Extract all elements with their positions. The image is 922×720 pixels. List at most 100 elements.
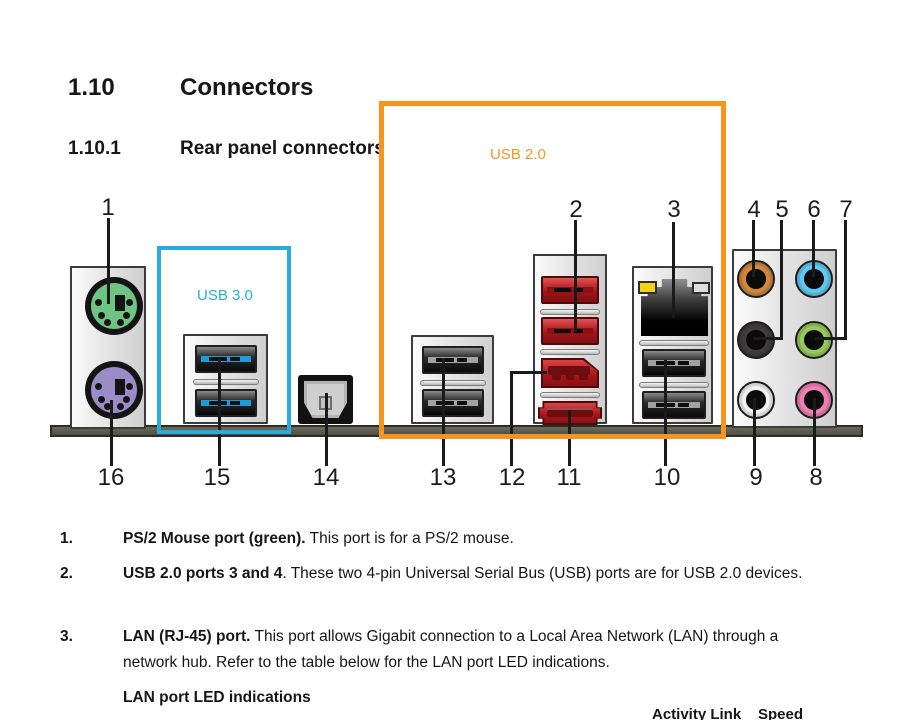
section-number: 1.10 (68, 74, 115, 101)
port-label-16: 16 (97, 464, 125, 491)
port-divider (193, 379, 259, 385)
label-line-10 (664, 360, 667, 466)
port-divider (540, 349, 600, 355)
side-speaker-jack (737, 381, 775, 419)
usb2-ports-block (411, 335, 494, 424)
lan-led-table-heading: LAN port LED indications (123, 689, 311, 706)
ps2-key-slot (115, 295, 125, 311)
item-text: PS/2 Mouse port (green). This port is fo… (123, 526, 816, 552)
ps2-key-slot (115, 379, 125, 395)
port-label-7: 7 (839, 196, 853, 223)
label-line-6 (812, 220, 815, 277)
label-line-1 (107, 218, 110, 304)
port-label-6: 6 (807, 196, 821, 223)
port-divider (540, 392, 600, 398)
section-title: Connectors (180, 74, 314, 101)
item-rest: This port is for a PS/2 mouse. (305, 530, 514, 547)
ps2-pin-dot (123, 312, 130, 319)
item-bold-lead: LAN (RJ-45) port. (123, 628, 251, 645)
usb3-port (195, 389, 257, 417)
line-out-jack (795, 321, 833, 359)
item-number: 1. (60, 530, 73, 547)
label-line-12 (510, 371, 513, 466)
lan-table-speed-header: Speed (758, 706, 804, 720)
label-line-16 (110, 400, 113, 466)
port-divider (639, 382, 709, 388)
subsection-number: 1.10.1 (68, 138, 121, 159)
port-label-1: 1 (101, 194, 115, 221)
label-line-7 (844, 220, 847, 340)
port-label-3: 3 (667, 196, 681, 223)
subsection-title: Rear panel connectors (180, 138, 385, 159)
list-item: 2. USB 2.0 ports 3 and 4. These two 4-pin… (60, 561, 820, 587)
item-number: 3. (60, 628, 73, 645)
port-label-12: 12 (498, 464, 526, 491)
label-line-5-elbow (753, 337, 781, 340)
ps2-panel (70, 266, 146, 429)
label-line-7-elbow (815, 337, 845, 340)
ps2-pin-dot (126, 383, 133, 390)
label-line-5 (780, 220, 783, 340)
label-line-3 (672, 222, 675, 318)
label-line-12-elbow (510, 371, 547, 374)
usb2-tongue (428, 400, 478, 407)
usb2-port (642, 391, 706, 419)
ps2-pin-dot (123, 396, 130, 403)
port-divider (420, 380, 486, 386)
item-text: USB 2.0 ports 3 and 4. These two 4-pin U… (123, 561, 816, 587)
ps2-pin-dot (126, 299, 133, 306)
item-text: LAN (RJ-45) port. This port allows Gigab… (123, 624, 816, 676)
rear-speaker-jack (737, 321, 775, 359)
port-label-15: 15 (203, 464, 231, 491)
ps2-keyboard-port-ring (91, 367, 137, 413)
usb3-annotation-label: USB 3.0 (197, 287, 253, 304)
ps2-pin-dot (95, 299, 102, 306)
usb2-port (422, 389, 484, 417)
usb2-red-tongue (547, 287, 593, 294)
port-label-5: 5 (775, 196, 789, 223)
lan-speed-led (692, 282, 710, 294)
list-item: 3. LAN (RJ-45) port. This port allows Gig… (60, 624, 820, 676)
port-label-13: 13 (429, 464, 457, 491)
usb2-highlight-box (379, 101, 726, 439)
firewire-pins (552, 375, 589, 380)
ps2-pin-dot (117, 319, 124, 326)
usb2-red-port (541, 317, 599, 345)
firewire-slot (548, 366, 590, 375)
item-bold-lead: USB 2.0 ports 3 and 4 (123, 565, 283, 582)
ps2-pin-dot (104, 403, 111, 410)
port-label-2: 2 (569, 196, 583, 223)
port-divider (639, 340, 709, 346)
usb3-port (195, 345, 257, 373)
ps2-keyboard-port (85, 361, 143, 419)
usb2-red-tongue (547, 328, 593, 335)
usb2-tongue (428, 357, 478, 364)
label-line-2 (574, 220, 577, 332)
item-bold-lead: PS/2 Mouse port (green). (123, 530, 306, 547)
label-line-4 (752, 220, 755, 277)
usb3-highlight-box (157, 246, 291, 434)
ps2-pin-dot (98, 396, 105, 403)
lan-table-activity-link-header: Activity Link (652, 706, 742, 720)
firewire-port (541, 358, 599, 388)
label-line-8 (813, 398, 816, 466)
usb2-red-port (541, 276, 599, 304)
item-rest: . These two 4-pin Universal Serial Bus (… (282, 565, 803, 582)
ps2-pin-dot (104, 319, 111, 326)
usb2-port (422, 346, 484, 374)
ps2-pin-dot (117, 403, 124, 410)
item-number: 2. (60, 565, 73, 582)
item-rest: This port allows Gigabit connection to a… (123, 628, 779, 671)
port-label-10: 10 (653, 464, 681, 491)
lan-activity-led (638, 281, 657, 294)
ps2-mouse-port-ring (91, 283, 137, 329)
ps2-pin-dot (95, 383, 102, 390)
label-line-13 (442, 358, 445, 466)
audio-jacks-block (732, 249, 837, 428)
usb3-ports-block (183, 334, 268, 424)
label-line-15 (218, 358, 221, 466)
port-label-11: 11 (556, 464, 582, 491)
ps2-pin-dot (98, 312, 105, 319)
ps2-mouse-port (85, 277, 143, 335)
